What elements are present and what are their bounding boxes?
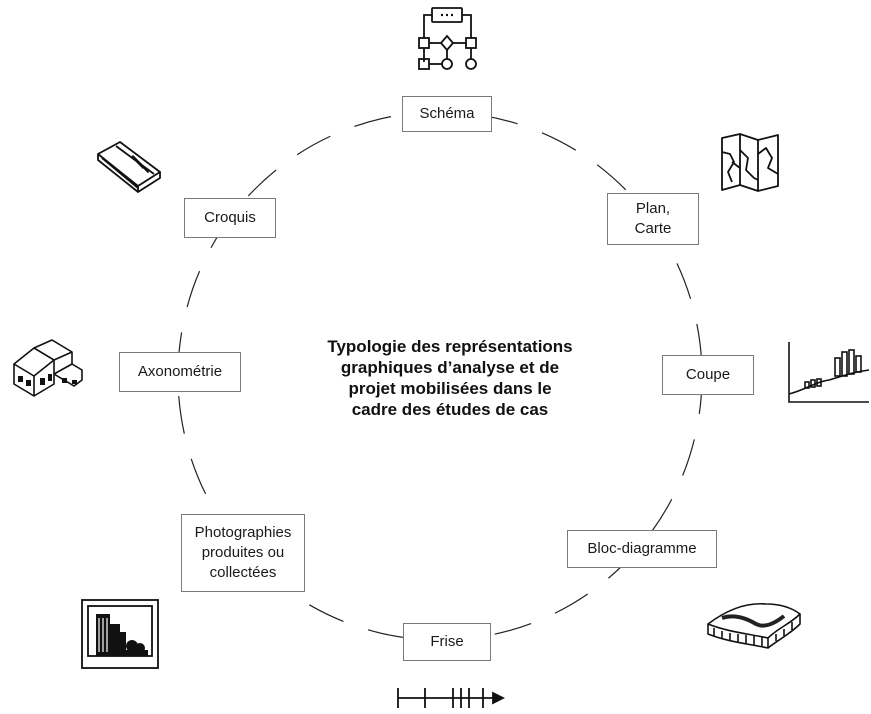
node-bloc-label: Bloc-diagramme [587,540,697,557]
axonometric-house-icon [8,334,84,404]
node-croquis-label: Croquis [204,209,256,226]
folded-map-icon [718,132,782,194]
terrain-block-icon [704,594,804,656]
section-profile-icon [785,338,871,406]
photo-print-icon [80,598,160,670]
diagram-title: Typologie des représentations graphiques… [327,337,573,419]
node-plan-carte: Plan, Carte [607,193,699,245]
node-coupe: Coupe [662,355,754,395]
node-axono-label: Axonométrie [137,363,223,380]
node-photographies: Photographies produites ou collectées [181,514,305,592]
node-frise: Frise [403,623,491,661]
node-coupe-label: Coupe [685,366,731,383]
node-photos-label: Photographies produites ou collectées [194,524,292,581]
node-axonometrie: Axonométrie [119,352,241,392]
node-croquis: Croquis [184,198,276,238]
node-schema: Schéma [402,96,492,132]
node-bloc-diagramme: Bloc-diagramme [567,530,717,568]
node-plan-label: Plan, Carte [634,200,672,237]
timeline-arrow-icon [395,684,505,712]
node-frise-label: Frise [430,633,464,650]
flowchart-icon [414,2,480,76]
node-schema-label: Schéma [419,105,475,122]
sketchbook-pen-icon [94,138,166,194]
